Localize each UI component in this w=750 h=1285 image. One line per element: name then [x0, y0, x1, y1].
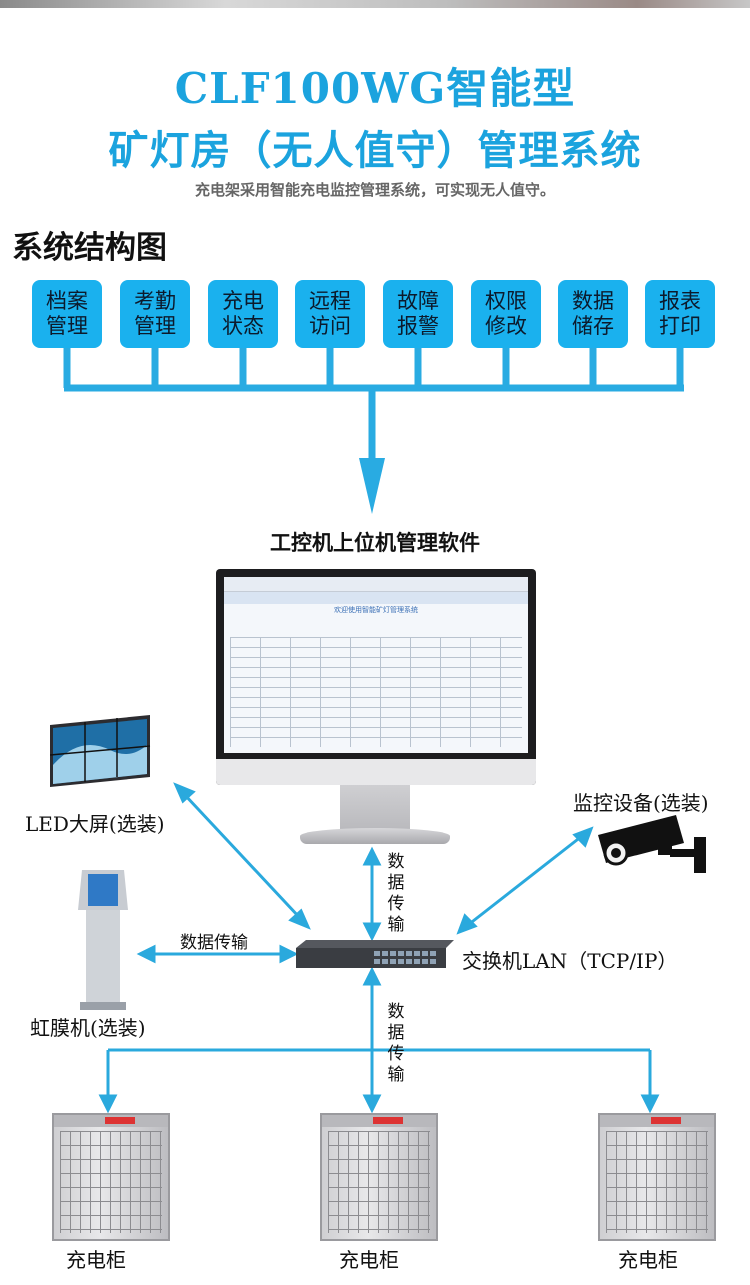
iris-machine-label: 虹膜机(选装) — [30, 1016, 146, 1040]
function-box-archive: 档案管理 — [32, 280, 102, 348]
industrial-pc-monitor: 欢迎使用智能矿灯管理系统 — [216, 569, 536, 785]
software-label: 工控机上位机管理软件 — [270, 531, 480, 555]
lamp-status-grid — [230, 637, 522, 747]
charging-cabinet-right — [598, 1113, 716, 1241]
bus-lines — [63, 348, 684, 465]
section-title: 系统结构图 — [12, 230, 167, 266]
top-photo-strip — [0, 0, 750, 8]
main-title-line2: 矿灯房（无人值守）管理系统 — [108, 127, 642, 174]
data-transfer-label-lower: 数据传输 — [387, 1002, 405, 1085]
monitor-stand-neck — [340, 785, 410, 833]
switch-label: 交换机LAN（TCP/IP） — [462, 949, 678, 973]
function-box-report-print: 报表打印 — [645, 280, 715, 348]
network-switch-icon — [296, 940, 454, 968]
function-box-fault-alarm: 故障报警 — [383, 280, 453, 348]
iris-machine-icon — [78, 870, 128, 1010]
software-menu-bar — [224, 577, 528, 592]
main-title-line1: CLF100WG智能型 — [174, 64, 576, 113]
management-software-screen: 欢迎使用智能矿灯管理系统 — [224, 577, 528, 753]
function-box-remote-access: 远程访问 — [295, 280, 365, 348]
cabinet-label-right: 充电柜 — [618, 1248, 678, 1272]
function-box-permission: 权限修改 — [471, 280, 541, 348]
function-box-attendance: 考勤管理 — [120, 280, 190, 348]
led-video-wall-icon — [50, 715, 151, 787]
function-box-data-storage: 数据储存 — [558, 280, 628, 348]
surveillance-camera-icon — [598, 815, 706, 873]
data-transfer-label-upper: 数据传输 — [387, 852, 405, 935]
cabinet-label-left: 充电柜 — [66, 1248, 126, 1272]
monitor-stand-base — [300, 828, 450, 844]
function-box-charging-status: 充电状态 — [208, 280, 278, 348]
monitor-chin — [216, 759, 536, 785]
camera-label: 监控设备(选装) — [573, 791, 709, 815]
charging-cabinet-center — [320, 1113, 438, 1241]
data-transfer-label-horizontal: 数据传输 — [180, 933, 248, 953]
software-toolbar — [224, 592, 528, 604]
cabinet-label-center: 充电柜 — [339, 1248, 399, 1272]
screen-header: 欢迎使用智能矿灯管理系统 — [334, 606, 418, 614]
down-arrow-to-software — [359, 458, 385, 514]
charging-cabinet-left — [52, 1113, 170, 1241]
subtitle: 充电架采用智能充电监控管理系统，可实现无人值守。 — [194, 181, 555, 199]
led-screen-label: LED大屏(选装) — [25, 812, 165, 836]
